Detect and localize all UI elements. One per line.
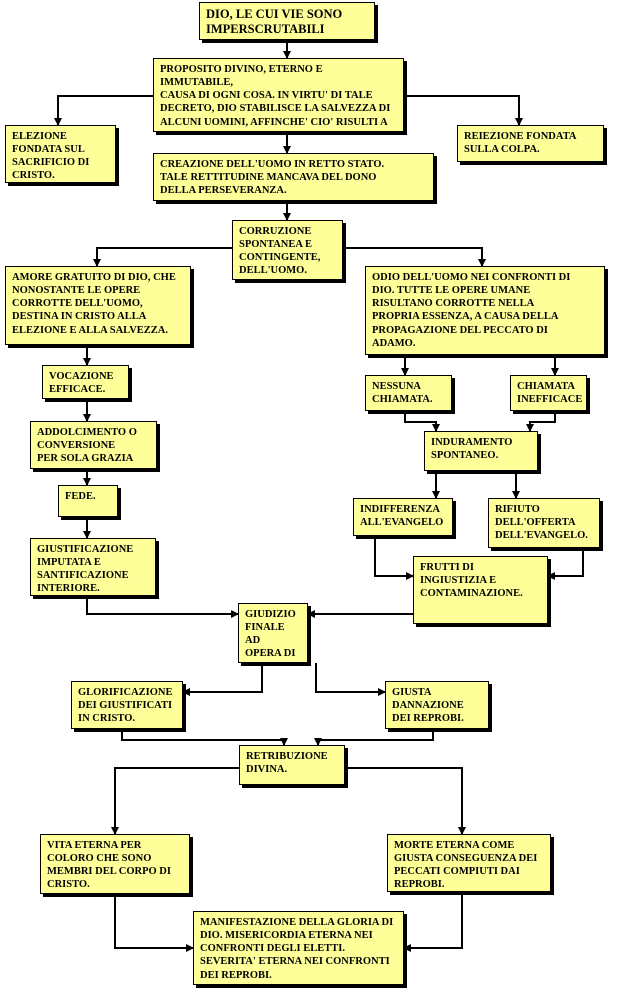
node-dio-imperscrutabile: DIO, LE CUI VIE SONO IMPERSCRUTABILI [199,2,375,40]
node-chiamata-inefficace: CHIAMATA INEFFICACE [510,375,587,411]
node-giusta-dannazione: GIUSTA DANNAZIONE DEI REPROBI. [385,681,489,729]
arrow-n10-to-n13 [404,411,440,432]
node-giudizio-finale: GIUDIZIO FINALE AD OPERA DI DIO. [238,603,308,663]
arrow-n20-to-n22 [121,729,288,746]
node-corruzione: CORRUZIONE SPONTANEA E CONTINGENTE, DELL… [232,220,343,280]
node-giustificazione: GIUSTIFICAZIONE IMPUTATA E SANTIFICAZION… [30,538,156,596]
node-frutti-ingiustizia: FRUTTI DI INGIUSTIZIA E CONTAMINAZIONE. [413,556,548,624]
arrow-n6-to-n8 [343,247,486,267]
node-induramento: INDURAMENTO SPONTANEO. [424,431,538,471]
arrow-n22-to-n23 [111,767,239,835]
arrow-n24-to-n25 [403,892,463,952]
node-nessuna-chiamata: NESSUNA CHIAMATA. [365,375,452,411]
arrow-n2-to-n4 [404,95,523,126]
arrow-n16-to-n18 [547,548,584,580]
node-retribuzione-divina: RETRIBUZIONE DIVINA. [239,745,345,785]
arrow-n21-to-n22 [314,729,434,746]
arrow-n19-to-n21 [315,663,386,696]
node-morte-eterna: MORTE ETERNA COME GIUSTA CONSEGUENZA DEI… [387,834,551,892]
node-reiezione: REIEZIONE FONDATA SULLA COLPA. [457,125,604,162]
node-glorificazione: GLORIFICAZIONE DEI GIUSTIFICATI IN CRIST… [71,681,183,729]
arrow-n19-to-n20 [182,663,263,696]
arrow-n6-to-n7 [93,247,232,267]
node-amore-gratuito: AMORE GRATUITO DI DIO, CHE NONOSTANTE LE… [5,266,191,345]
arrow-n11-to-n13 [526,411,556,432]
node-odio-uomo: ODIO DELL'UOMO NEI CONFRONTI DI DIO. TUT… [365,266,605,355]
node-vocazione-efficace: VOCAZIONE EFFICACE. [42,365,129,399]
node-addolcimento: ADDOLCIMENTO O CONVERSIONE PER SOLA GRAZ… [30,421,157,469]
arrow-n17-to-n19 [86,596,239,618]
node-elezione: ELEZIONE FONDATA SUL SACRIFICIO DI CRIST… [5,125,116,183]
node-creazione-uomo: CREAZIONE DELL'UOMO IN RETTO STATO. TALE… [153,153,434,201]
node-rifiuto-evangelo: RIFIUTO DELL'OFFERTA DELL'EVANGELO. [488,498,600,548]
node-indifferenza: INDIFFERENZA ALL'EVANGELO [353,498,453,536]
arrow-n2-to-n3 [54,95,153,126]
arrow-n22-to-n24 [345,767,466,835]
arrow-n15-to-n18 [374,536,414,580]
arrow-n23-to-n25 [114,894,194,952]
node-proposito-divino: PROPOSITO DIVINO, ETERNO E IMMUTABILE, C… [153,58,404,132]
node-manifestazione-gloria: MANIFESTAZIONE DELLA GLORIA DI DIO. MISE… [193,911,404,985]
node-vita-eterna: VITA ETERNA PER COLORO CHE SONO MEMBRI D… [40,834,190,894]
node-fede: FEDE. [58,485,118,517]
